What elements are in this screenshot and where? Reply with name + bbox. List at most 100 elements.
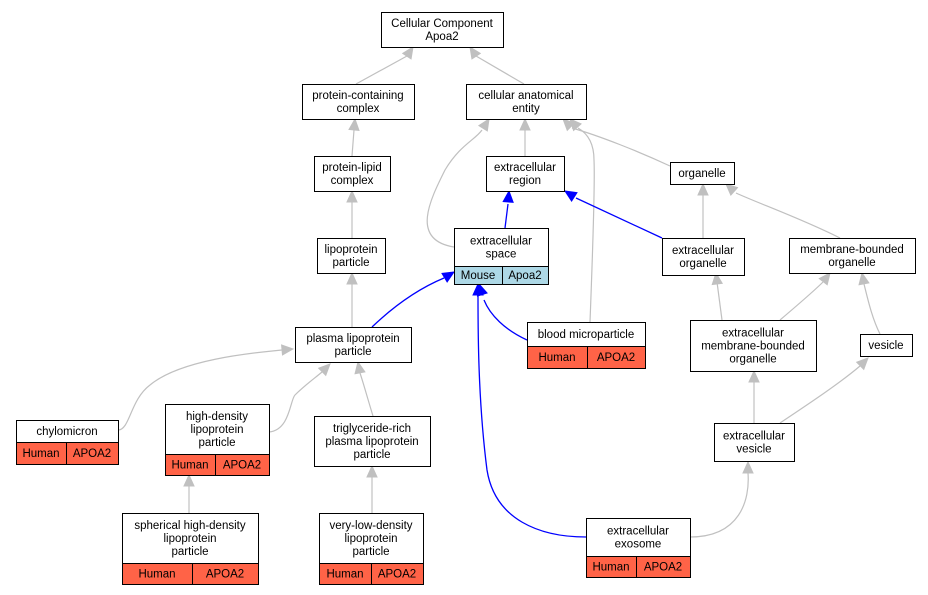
node-label: membrane-bounded [800, 244, 904, 256]
node-label: triglyceride-rich [333, 423, 411, 435]
node-organelle[interactable]: organelle [670, 162, 735, 185]
arrowhead [569, 118, 582, 132]
node-box [690, 320, 817, 372]
gene-cell [587, 346, 646, 369]
arrowhead [855, 357, 869, 371]
node-box [314, 156, 391, 192]
edge-vesicle-to-membrane_bounded_organelle [858, 271, 881, 335]
edge-extracellular_organelle-to-organelle [697, 182, 709, 238]
node-label: extracellular [494, 162, 556, 174]
edge-spherical_high_density_lipoprotein_particle-to-high_density_lipoprotein_particle [183, 473, 195, 513]
edge-line [426, 129, 483, 248]
node-box [302, 84, 415, 120]
node-very-low-density-lipoprotein-particle[interactable]: very-low-densitylipoproteinparticleHuman… [319, 513, 424, 585]
arrowhead [697, 182, 709, 196]
edge-line [359, 372, 374, 417]
node-label: Apoa2 [425, 31, 458, 43]
edge-cellular_anatomical_entity-to-root [469, 45, 525, 85]
edge-lipoprotein_particle-to-protein_lipid_complex [346, 189, 358, 238]
gene-cell [502, 266, 549, 285]
node-label: organelle [679, 258, 726, 270]
edge-extracellular_space-to-cellular_anatomical_entity [426, 117, 490, 248]
node-label: particle [334, 346, 371, 358]
edge-chylomicron-to-plasma_lipoprotein_particle [117, 344, 295, 431]
node-label: protein-containing [312, 90, 403, 102]
node-label: Cellular Component [391, 18, 493, 30]
arrowhead [366, 464, 378, 478]
node-box [486, 156, 565, 192]
node-label: organelle [729, 354, 776, 366]
node-label: high-density [186, 411, 248, 423]
edge-blood_microparticle-to-cellular_anatomical_entity [569, 118, 595, 323]
node-label: lipoprotein [324, 244, 377, 256]
edge-line [735, 192, 841, 239]
species-label: Human [22, 448, 59, 460]
species-label: Mouse [461, 270, 496, 282]
node-label: particle [171, 546, 208, 558]
arrowhead [563, 190, 578, 203]
gene-cell [215, 454, 270, 476]
arrowhead [469, 45, 482, 60]
node-spherical-high-density-lipoprotein-particle[interactable]: spherical high-densitylipoproteinparticl… [122, 513, 259, 585]
edge-very_low_density_lipoprotein_particle-to-triglyceride_rich_plasma_lipoprotein_particle [366, 464, 378, 513]
edge-line [477, 295, 587, 538]
node-label: lipoprotein [344, 533, 397, 545]
node-vesicle[interactable]: vesicle [860, 334, 913, 357]
edge-extracellular_organelle-to-extracellular_region [563, 190, 663, 239]
node-label: blood microparticle [538, 329, 635, 341]
node-label: lipoprotein [190, 424, 243, 436]
gene-label: APOA2 [597, 352, 635, 364]
edge-line [577, 127, 595, 323]
arrowhead [317, 363, 331, 377]
edge-triglyceride_rich_plasma_lipoprotein_particle-to-plasma_lipoprotein_particle [354, 360, 374, 417]
gene-label: APOA2 [378, 569, 416, 581]
node-label: particle [198, 437, 235, 449]
edge-extracellular_vesicle-to-extracellular_membrane_bounded_organelle [748, 369, 760, 423]
arrowhead [748, 369, 760, 383]
node-label: organelle [828, 257, 875, 269]
arrowhead [562, 118, 576, 132]
node-box [670, 162, 735, 185]
arrowhead [401, 45, 414, 60]
edge-line [863, 283, 881, 335]
arrowhead [711, 271, 724, 286]
gene-label: Apoa2 [508, 270, 541, 282]
node-label: vesicle [736, 444, 771, 456]
node-label: entity [512, 103, 540, 115]
node-label: region [509, 175, 541, 187]
node-label: particle [352, 546, 389, 558]
arrowhead [519, 117, 531, 131]
edge-extracellular_membrane_bounded_organelle-to-membrane_bounded_organelle [779, 272, 831, 321]
node-label: exosome [615, 539, 662, 551]
node-box [314, 416, 431, 467]
gene-label: APOA2 [644, 562, 682, 574]
arrowhead [183, 473, 195, 487]
species-label: Human [592, 562, 629, 574]
node-box [381, 12, 504, 48]
edge-plasma_lipoprotein_particle-to-lipoprotein_particle [346, 271, 358, 327]
edge-line [117, 349, 283, 431]
edge-high_density_lipoprotein_particle-to-plasma_lipoprotein_particle [268, 363, 331, 433]
node-label: plasma lipoprotein [325, 436, 418, 448]
node-label: particle [332, 257, 369, 269]
edge-blood_microparticle-to-extracellular_space [476, 282, 528, 341]
edge-plasma_lipoprotein_particle-to-extracellular_space [371, 271, 456, 328]
arrowhead [858, 271, 870, 286]
